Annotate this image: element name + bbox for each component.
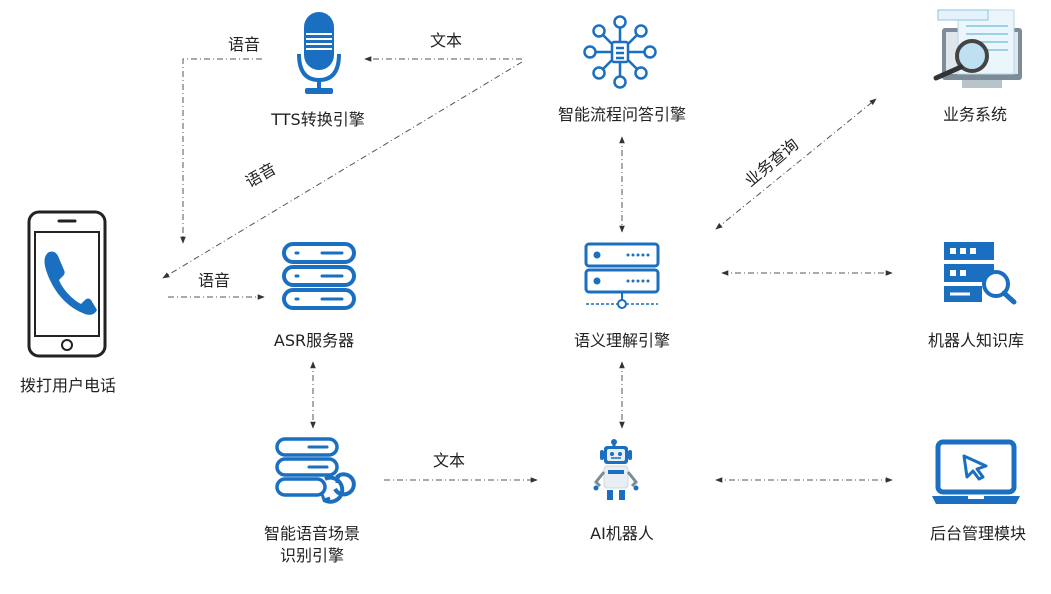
- kb-label: 机器人知识库: [927, 331, 1025, 350]
- database-search-icon: [944, 242, 1017, 305]
- tts-label: TTS转换引擎: [271, 110, 365, 129]
- flow-label: 智能流程问答引擎: [557, 105, 687, 124]
- asr-label: ASR服务器: [273, 331, 355, 350]
- server-refresh-icon: [275, 437, 356, 504]
- edge-label-scene-to-robot: 文本: [433, 451, 466, 470]
- microphone-icon: [297, 12, 341, 94]
- edge-tts-to-phone: [180, 58, 262, 244]
- edge-label-tts-to-phone: 语音: [228, 35, 261, 54]
- document-search-icon: [933, 9, 1022, 88]
- admin-label: 后台管理模块: [929, 524, 1027, 543]
- nlu-label: 语义理解引擎: [573, 331, 671, 350]
- scene-label: 智能语音场景 识别引擎: [263, 524, 361, 565]
- edge-label-flow-to-tts: 文本: [430, 31, 463, 50]
- robot-label: AI机器人: [590, 524, 654, 543]
- phone-label: 拨打用户电话: [19, 376, 117, 395]
- server-network-icon: [584, 242, 660, 309]
- edge-nlu-biz: [715, 98, 877, 230]
- edge-label-phone-to-asr: 语音: [198, 271, 231, 290]
- biz-label: 业务系统: [942, 105, 1008, 124]
- edge-flow-to-phone: [162, 61, 523, 279]
- phone-icon: [27, 210, 107, 358]
- robot-icon: [593, 439, 639, 500]
- network-hub-icon: [583, 15, 657, 89]
- laptop-cursor-icon: [932, 439, 1020, 504]
- server-stack-icon: [282, 242, 356, 310]
